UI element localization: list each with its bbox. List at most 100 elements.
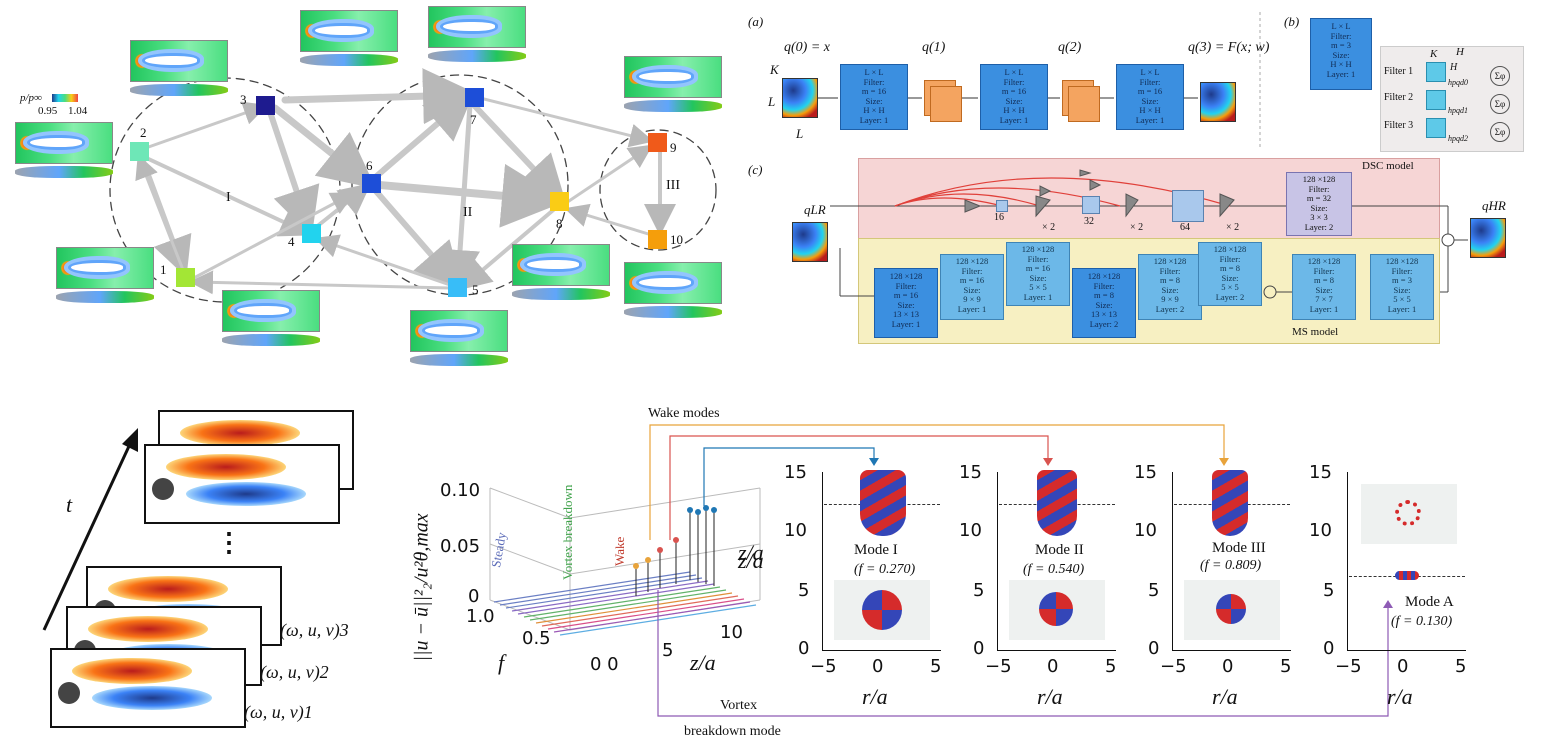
spectrum-ytick: 0.05 [440,536,481,557]
mode-freq: (f = 0.809) [1200,558,1262,573]
ytick: 10 [1309,520,1332,541]
dsc-size-label: 16 [994,212,1004,223]
filter-cube [1426,118,1446,138]
state-label: (ω, u, v)3 [280,620,349,640]
ytick: 5 [1148,580,1160,601]
filter-cube [1426,90,1446,110]
mode-panel: 15 10 5 0 −5 0 5 r/a Mode II (f = 0.540) [945,456,1125,748]
cross-section-pattern [1039,592,1073,626]
cluster-node[interactable] [176,268,195,287]
cluster-node[interactable] [302,224,321,243]
vortex-isosurface [1212,470,1248,536]
q1-label: q(1) [922,40,946,55]
mode-ylabel: z/a [738,548,764,573]
node-label: 8 [556,216,563,231]
q0-label: q(0) = x [784,40,830,55]
ytick: 0 [973,638,985,659]
spectrum-panel: Wake modes ||u − ū||²₂/u²θ,max [390,400,790,750]
panel-label-b: (b) [1284,14,1300,29]
cluster-node[interactable] [550,192,569,211]
xlabel: r/a [1387,684,1413,709]
mode-name: Mode A [1405,594,1454,610]
flow-thumb-strip [624,100,722,112]
cross-section-pattern [1216,594,1246,624]
legend-max: 1.04 [68,105,88,117]
output-field-hr [1470,218,1506,258]
cluster-node[interactable] [465,88,484,107]
mode-name: Mode III [1212,540,1266,556]
cluster-node[interactable] [256,96,275,115]
filter-cube [1426,62,1446,82]
cluster-node[interactable] [448,278,467,297]
flow-thumb [624,262,722,304]
node-label: 2 [140,125,147,140]
state-label: (ω, u, v)1 [244,702,313,722]
filter-label: Filter 1 [1384,66,1414,77]
time-snapshots-panel: t ⋮ (ω, u, v)3 (ω, u, v)2 (ω, u, v)1 [30,400,360,740]
times-two-label: × 2 [1130,222,1144,233]
dsc-block-16 [996,200,1008,212]
ytick: 15 [959,462,982,483]
ytick: 0 [798,638,810,659]
panel-label-a: (a) [748,14,764,29]
flow-thumb [428,6,526,48]
dsc-block-64 [1172,190,1204,222]
z-tick: 10 [720,622,743,643]
node-label: 10 [670,232,683,247]
cluster-node[interactable] [362,174,381,193]
ytick: 10 [959,520,982,541]
vortex-isosurface [860,470,906,536]
flow-thumb-strip [512,288,610,300]
k-label: K [770,62,779,77]
legend-min: 0.95 [38,105,58,117]
cluster-node[interactable] [130,142,149,161]
ytick: 5 [1323,580,1335,601]
cluster-node[interactable] [648,230,667,249]
panel-a-arrows [818,12,1261,150]
hp-label: hpqd0 [1448,78,1468,87]
flow-thumb [300,10,398,52]
node-label: 6 [366,158,373,173]
sum-phi-node: Σφ [1490,94,1510,114]
flow-thumb-strip [624,306,722,318]
f-tick: 0 0 [590,654,619,675]
xtick: −5 [1160,656,1187,677]
xlabel: r/a [1212,684,1238,709]
hp-label: hpqd2 [1448,134,1468,143]
cluster-label: III [666,178,680,193]
z-tick: 5 [662,640,674,661]
flow-thumb [56,247,154,289]
ytick: 15 [784,462,807,483]
xtick: 5 [1105,656,1117,677]
z-label-bottom: z/a [690,650,716,675]
node-label: 7 [470,112,477,127]
axes-box [1347,472,1466,651]
xlabel: r/a [1037,684,1063,709]
sum-phi-node: Σφ [1490,66,1510,86]
state-label: (ω, u, v)2 [260,662,329,682]
input-field-x [782,78,818,118]
mode-panel: 15 10 5 0 −5 0 5 r/a Mode I (f = 0.270) [770,456,950,748]
flow-thumb-strip [15,166,113,178]
q-hr-label: qHR [1482,198,1506,213]
f-tick: 1.0 [466,606,495,627]
xtick: 0 [1397,656,1409,677]
flow-thumb-strip [130,84,228,96]
dsc-model-label: DSC model [1362,160,1414,172]
spectrum-plot [489,487,761,636]
flow-thumb-strip [56,291,154,303]
xtick: 5 [1280,656,1292,677]
node-label: 3 [240,92,247,107]
q-lr-label: qLR [804,202,826,217]
xtick: −5 [810,656,837,677]
cluster-node[interactable] [648,133,667,152]
time-label: t [66,492,73,517]
z-label-side: z/a [738,540,764,565]
cross-section-pattern [862,590,902,630]
